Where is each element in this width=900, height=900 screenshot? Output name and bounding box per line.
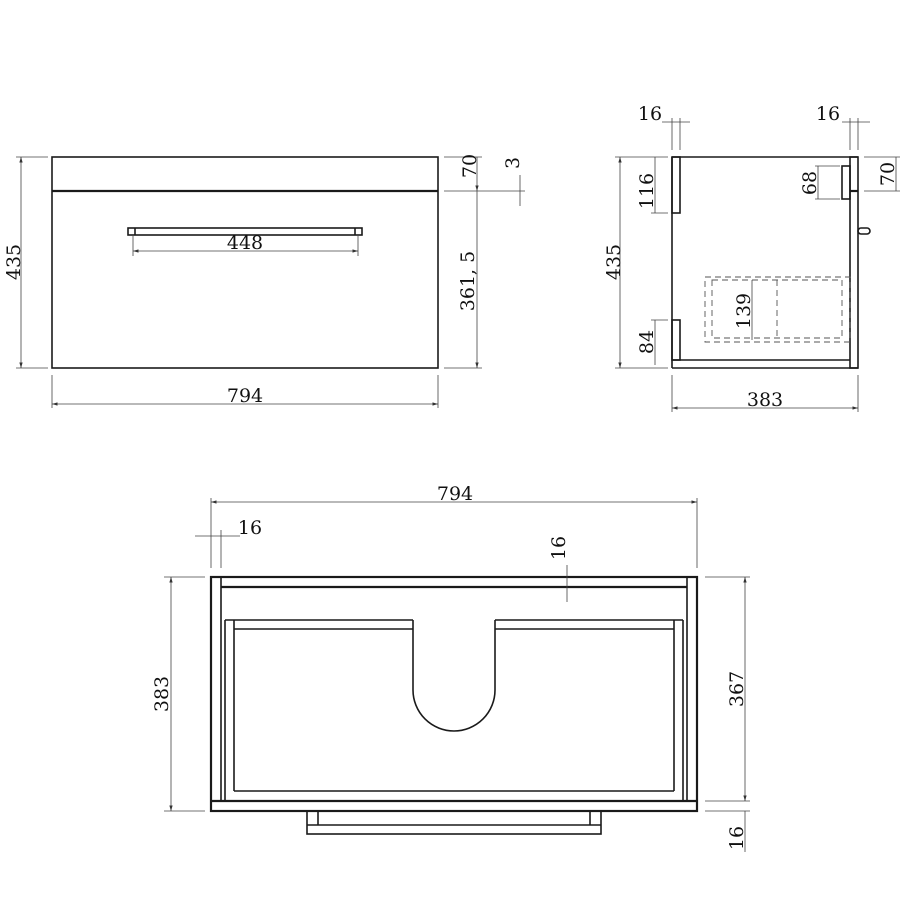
dim-side-depth: 383 xyxy=(747,389,783,411)
handle xyxy=(127,227,363,236)
dim-front-thickness: 16 xyxy=(726,826,748,850)
dim-basin-depth: 139 xyxy=(733,293,755,329)
dim-top-side-thickness: 16 xyxy=(238,517,262,539)
dim-drawer-height: 361, 5 xyxy=(457,251,479,311)
dim-right-top-band: 70 xyxy=(877,162,899,186)
dim-top-depth: 383 xyxy=(151,676,173,712)
top-view: 794 16 16 383 367 16 xyxy=(151,483,750,852)
front-cabinet-outline xyxy=(51,156,439,369)
side-handle xyxy=(857,227,871,235)
side-view: 139 16 16 435 116 84 68 70 xyxy=(603,103,900,412)
dim-front-width: 794 xyxy=(227,385,263,407)
dim-top-band: 70 xyxy=(459,154,481,178)
dim-side-right-thickness: 16 xyxy=(816,103,840,125)
top-outline xyxy=(209,575,699,813)
dim-front-height: 435 xyxy=(3,244,25,280)
dim-right-inner: 68 xyxy=(799,171,821,195)
waste-cutout xyxy=(412,689,496,732)
basin-hidden-outline xyxy=(704,276,851,343)
dim-top-width: 794 xyxy=(437,483,473,505)
dim-side-height: 435 xyxy=(603,244,625,280)
dim-gap: 3 xyxy=(502,157,524,169)
top-handle xyxy=(306,810,602,835)
dim-bottom-rail: 84 xyxy=(636,330,658,354)
dim-side-left-thickness: 16 xyxy=(638,103,662,125)
dim-back-thickness: 16 xyxy=(548,536,570,560)
dim-top-rail: 116 xyxy=(636,173,658,209)
dim-handle-width: 448 xyxy=(227,232,263,254)
front-view: 448 435 794 70 3 361, 5 xyxy=(3,154,525,408)
dim-inner-depth: 367 xyxy=(726,671,748,707)
